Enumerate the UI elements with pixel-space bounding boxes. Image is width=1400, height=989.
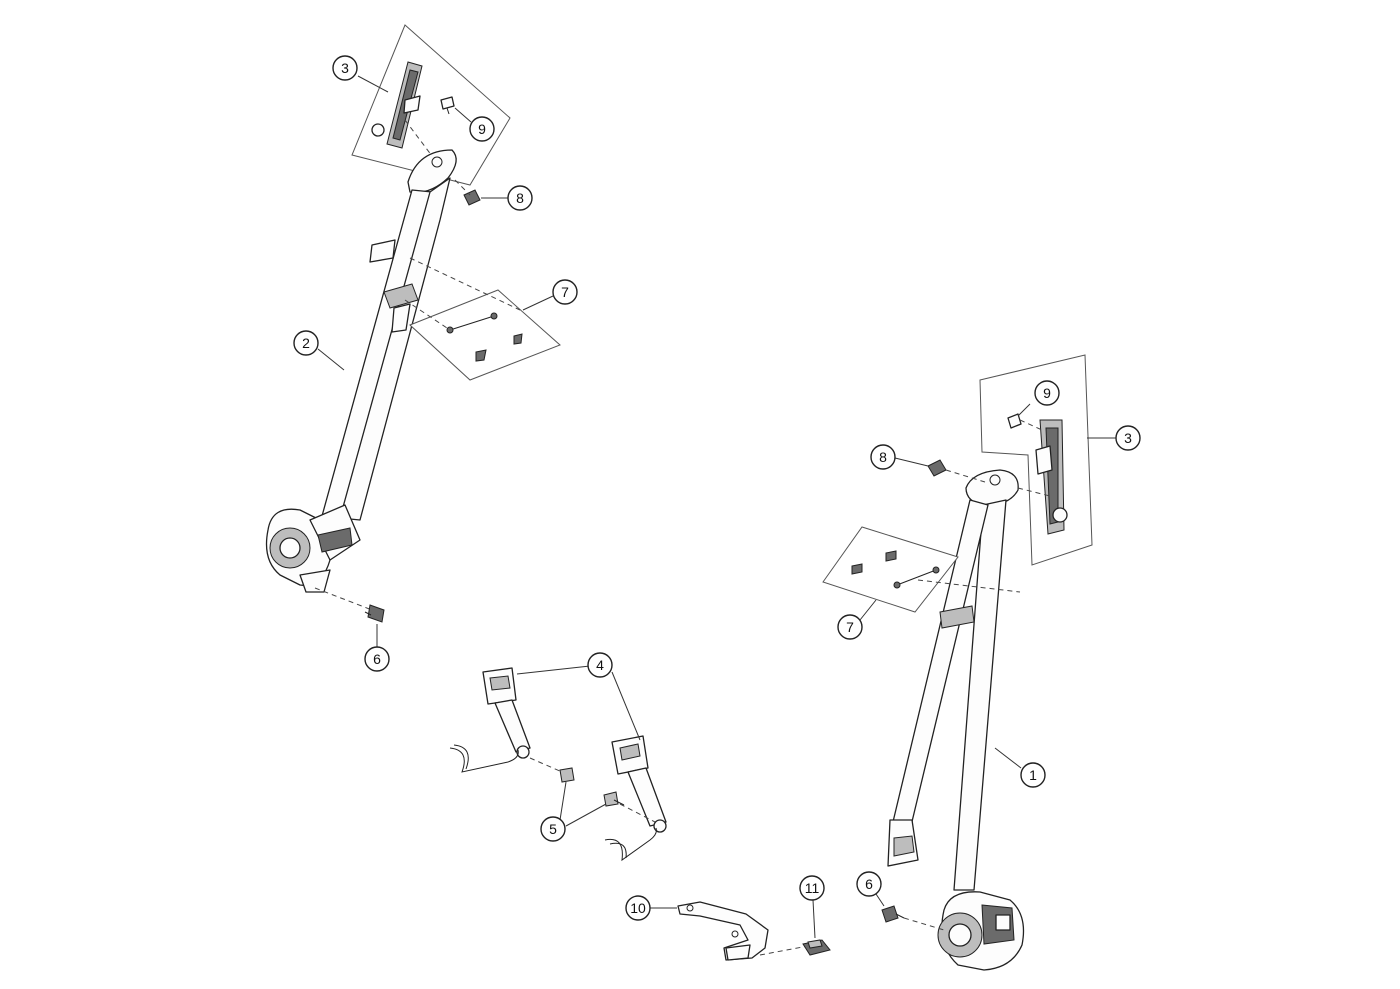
callout-6-left-label: 6 [373,651,381,667]
left-adjuster-bolt-9 [440,96,455,115]
callout-6-left: 6 [364,646,390,672]
left-webbing-lap [339,177,451,521]
callout-9-left: 9 [469,116,495,142]
right-seat-belt-assembly: 9 3 8 7 1 6 [822,354,1141,971]
buckle-bolt-5b [603,791,625,807]
callout-7-left-label: 7 [561,284,569,300]
callout-7-right: 7 [837,614,863,640]
callout-9-right-label: 9 [1043,385,1051,401]
buckle-nut-5a [559,767,575,783]
left-bolt-8 [454,179,481,206]
right-adjuster-bolt-9 [1007,413,1022,429]
callout-7-left: 7 [552,279,578,305]
callout-6-right-label: 6 [865,876,873,892]
left-webbing-clip [383,283,419,333]
callout-4-label: 4 [596,657,604,673]
right-guide-hardware [851,550,940,589]
callout-5: 5 [540,816,566,842]
callout-8-right: 8 [870,444,896,470]
bracket-assembly: 10 11 [625,875,831,961]
callout-11: 11 [799,875,825,901]
right-retractor [937,891,1025,971]
left-guide-panel [409,289,561,381]
left-webbing-shoulder [321,189,433,521]
left-anchor-bolt-6 [364,604,385,623]
callout-3-right-label: 3 [1124,430,1132,446]
left-retractor [265,504,361,593]
right-bolt-8 [927,459,986,483]
callout-9-left-label: 9 [478,121,486,137]
mounting-bracket [677,901,769,961]
callout-5-label: 5 [549,821,557,837]
callout-8-left-label: 8 [516,190,524,206]
right-tongue [887,819,919,867]
callout-3-left-label: 3 [341,60,349,76]
callout-2-label: 2 [302,335,310,351]
callout-10-label: 10 [630,900,646,916]
callout-1: 1 [1020,762,1046,788]
right-anchor-bolt-6 [881,905,905,923]
callout-9-right: 9 [1034,380,1060,406]
left-guide-hardware [446,312,523,362]
callout-6-right: 6 [856,871,882,897]
buckle-right [604,735,667,862]
clip-11 [802,939,831,956]
callout-3-left: 3 [332,55,358,81]
right-webbing-shoulder [953,499,1007,891]
left-height-adjuster [371,61,423,149]
left-seat-belt-assembly: 3 9 8 7 2 6 [265,24,578,672]
callout-1-label: 1 [1029,767,1037,783]
right-guide-panel [822,526,959,613]
callout-8-left: 8 [507,185,533,211]
callout-11-label: 11 [805,880,820,896]
right-height-adjuster [1035,419,1068,535]
buckle-assembly: 4 5 [449,652,667,862]
callout-7-right-label: 7 [846,619,854,635]
callout-10: 10 [625,895,651,921]
callout-8-right-label: 8 [879,449,887,465]
callout-4: 4 [587,652,613,678]
buckle-left [449,667,531,773]
callout-3-right: 3 [1115,425,1141,451]
callout-2: 2 [293,330,319,356]
right-webbing-clip [939,605,975,629]
